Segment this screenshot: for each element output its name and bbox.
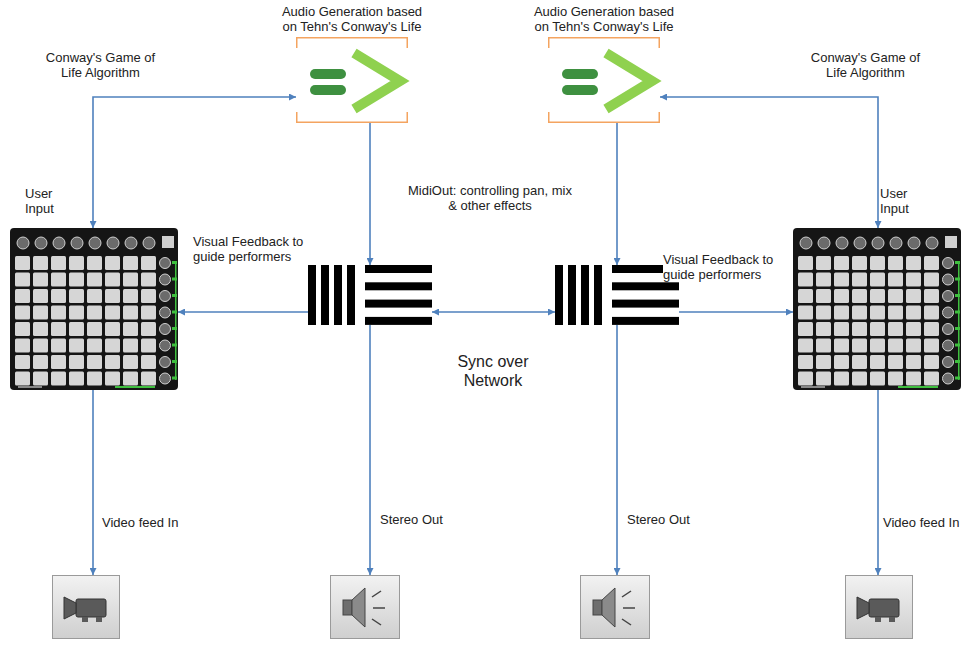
edge-label-wrap: Visual Feedback to guide performers bbox=[663, 252, 783, 282]
spk-icon bbox=[330, 575, 400, 639]
audio-generator: Audio Generation based on Tehn's Conway'… bbox=[548, 37, 660, 123]
edge-label-wrap: Visual Feedback to guide performers bbox=[193, 234, 313, 264]
node-label-wrap: User Input bbox=[25, 186, 70, 216]
ag-icon bbox=[548, 37, 660, 123]
flow-arrow bbox=[178, 311, 308, 313]
edge-label-wrap: Stereo Out bbox=[380, 512, 443, 527]
ableton-live bbox=[555, 265, 679, 325]
edge-label: Sync over Network bbox=[457, 353, 528, 389]
lp-icon bbox=[10, 228, 178, 390]
node-label-wrap: Audio Generation based on Tehn's Conway'… bbox=[276, 4, 428, 34]
video-camera bbox=[845, 575, 913, 639]
stereo-speaker bbox=[330, 575, 400, 639]
edge-label-wrap: Stereo Out bbox=[627, 512, 690, 527]
edge-label-wrap: Conway's Game of Life Algorithm bbox=[38, 50, 163, 80]
edge-label-wrap: Sync over Network bbox=[443, 352, 543, 390]
edge-label: Stereo Out bbox=[380, 512, 443, 527]
launchpad-controller: User Input bbox=[793, 228, 961, 390]
ableton-live bbox=[308, 265, 432, 325]
flow-arrow bbox=[92, 390, 94, 575]
ab-icon bbox=[308, 265, 432, 325]
audio-generator: Audio Generation based on Tehn's Conway'… bbox=[296, 37, 408, 123]
edge-label: Conway's Game of Life Algorithm bbox=[46, 50, 155, 80]
edge-label: Video feed In bbox=[102, 515, 178, 530]
ag-icon bbox=[296, 37, 408, 123]
node-label: Audio Generation based on Tehn's Conway'… bbox=[282, 4, 422, 34]
flow-arrow bbox=[616, 123, 618, 265]
edge-label: Stereo Out bbox=[627, 512, 690, 527]
edge-label: Visual Feedback to guide performers bbox=[663, 252, 773, 282]
note-wrap: MidiOut: controlling pan, mix & other ef… bbox=[405, 183, 575, 213]
ab-icon bbox=[555, 265, 679, 325]
node-label: Audio Generation based on Tehn's Conway'… bbox=[534, 4, 674, 34]
node-label: User Input bbox=[880, 186, 909, 216]
flow-arrow bbox=[877, 390, 879, 575]
flow-arrow bbox=[93, 97, 296, 228]
video-camera bbox=[52, 575, 120, 639]
flow-arrow bbox=[660, 97, 878, 228]
flow-arrow bbox=[369, 123, 371, 265]
edge-label: Video feed In bbox=[883, 515, 959, 530]
lp-icon bbox=[793, 228, 961, 390]
edge-label-wrap: Video feed In bbox=[883, 515, 959, 530]
edge-label-wrap: Conway's Game of Life Algorithm bbox=[803, 50, 928, 80]
edge-label-wrap: Video feed In bbox=[102, 515, 178, 530]
node-label-wrap: Audio Generation based on Tehn's Conway'… bbox=[528, 4, 680, 34]
node-label: User Input bbox=[25, 186, 54, 216]
edge-label: Visual Feedback to guide performers bbox=[193, 234, 303, 264]
flow-arrow bbox=[369, 325, 371, 575]
stereo-speaker bbox=[580, 575, 650, 639]
edge-label: Conway's Game of Life Algorithm bbox=[811, 50, 920, 80]
launchpad-controller: User Input bbox=[10, 228, 178, 390]
spk-icon bbox=[580, 575, 650, 639]
cam-icon bbox=[845, 575, 913, 639]
midi-note: MidiOut: controlling pan, mix & other ef… bbox=[408, 183, 572, 213]
flow-arrow bbox=[616, 325, 618, 575]
flow-arrow bbox=[432, 311, 555, 313]
cam-icon bbox=[52, 575, 120, 639]
flow-arrow bbox=[679, 311, 793, 313]
node-label-wrap: User Input bbox=[880, 186, 925, 216]
